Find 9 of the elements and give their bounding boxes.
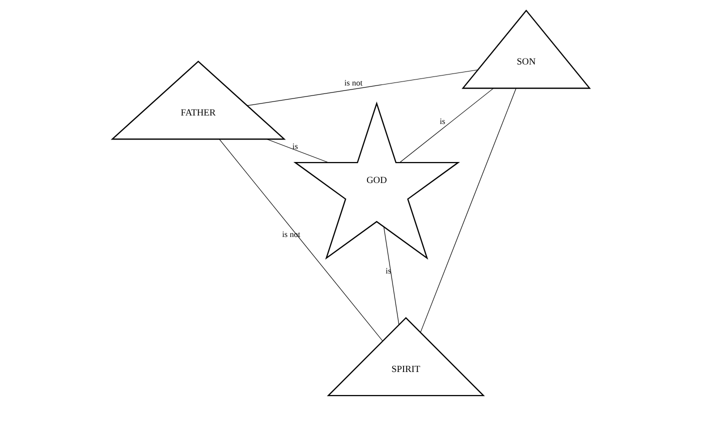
connector — [247, 70, 478, 106]
connector — [266, 138, 329, 163]
edge-label: is — [440, 117, 446, 126]
edge-label: is — [292, 142, 298, 151]
edge-label: is not — [344, 78, 362, 88]
connector — [219, 138, 383, 342]
connector — [400, 88, 494, 163]
connector — [420, 88, 516, 333]
connector — [384, 226, 400, 325]
